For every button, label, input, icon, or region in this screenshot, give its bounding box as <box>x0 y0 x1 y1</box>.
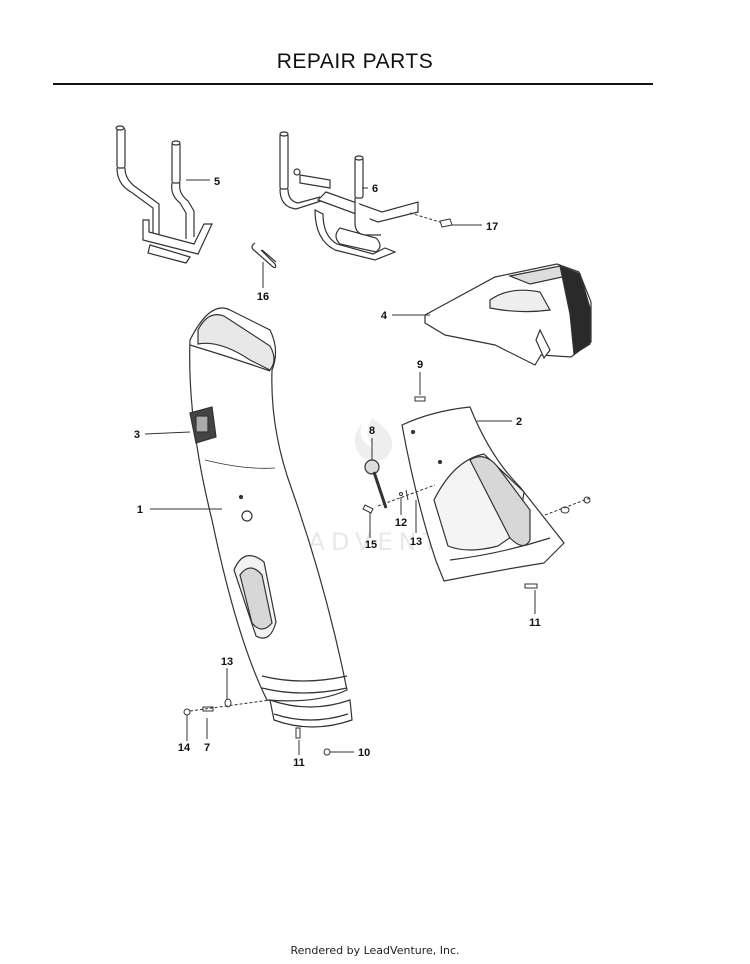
part-16-hairpin-clip <box>251 242 277 269</box>
callout-13-left: 13 <box>221 656 233 668</box>
part-11-bolt-left <box>295 727 301 739</box>
callout-16: 16 <box>257 291 269 303</box>
part-10-nut <box>323 748 331 756</box>
callout-8: 8 <box>369 425 375 437</box>
callout-10: 10 <box>358 747 370 759</box>
part-7-bolt <box>202 706 214 712</box>
callout-labels: 1 2 3 4 5 6 7 8 9 10 11 11 12 13 13 14 1… <box>134 176 541 769</box>
callout-4: 4 <box>381 310 388 322</box>
callout-15: 15 <box>365 539 377 551</box>
part-12-washer <box>399 492 403 496</box>
callout-6: 6 <box>372 183 378 195</box>
callout-13-right: 13 <box>410 536 422 548</box>
part-4-chute-cover <box>424 263 592 366</box>
page-title: REPAIR PARTS <box>276 50 434 73</box>
part-6-handle-bracket <box>279 131 419 261</box>
part-3-latch-clip <box>189 406 217 444</box>
callout-5: 5 <box>214 176 220 188</box>
part-5-handle-bracket <box>115 125 213 264</box>
callout-11-left: 11 <box>293 757 305 769</box>
callout-9: 9 <box>417 359 423 371</box>
part-13-spring-left <box>224 698 232 708</box>
part-11-bolt-right <box>524 583 538 589</box>
footer-credit: Rendered by LeadVenture, Inc. <box>290 944 460 957</box>
part-15-nut <box>362 504 374 514</box>
callout-11-right: 11 <box>529 617 541 629</box>
part-14-nut <box>183 708 191 716</box>
part-17-screw <box>409 212 453 228</box>
part-9-bolt <box>414 396 426 402</box>
callout-17: 17 <box>486 221 498 233</box>
title-divider <box>53 83 653 85</box>
callout-leaders <box>144 179 536 755</box>
callout-1: 1 <box>137 504 143 516</box>
part-8-control-lever <box>364 459 388 509</box>
callout-2: 2 <box>516 416 522 428</box>
hardware-parts <box>183 396 591 756</box>
callout-14: 14 <box>178 742 191 754</box>
part-2-chute-deflector <box>401 406 565 582</box>
callout-12: 12 <box>395 517 407 529</box>
part-13-spring <box>405 489 409 501</box>
callout-3: 3 <box>134 429 140 441</box>
callout-7: 7 <box>204 742 210 754</box>
part-1-discharge-chute <box>189 307 353 728</box>
